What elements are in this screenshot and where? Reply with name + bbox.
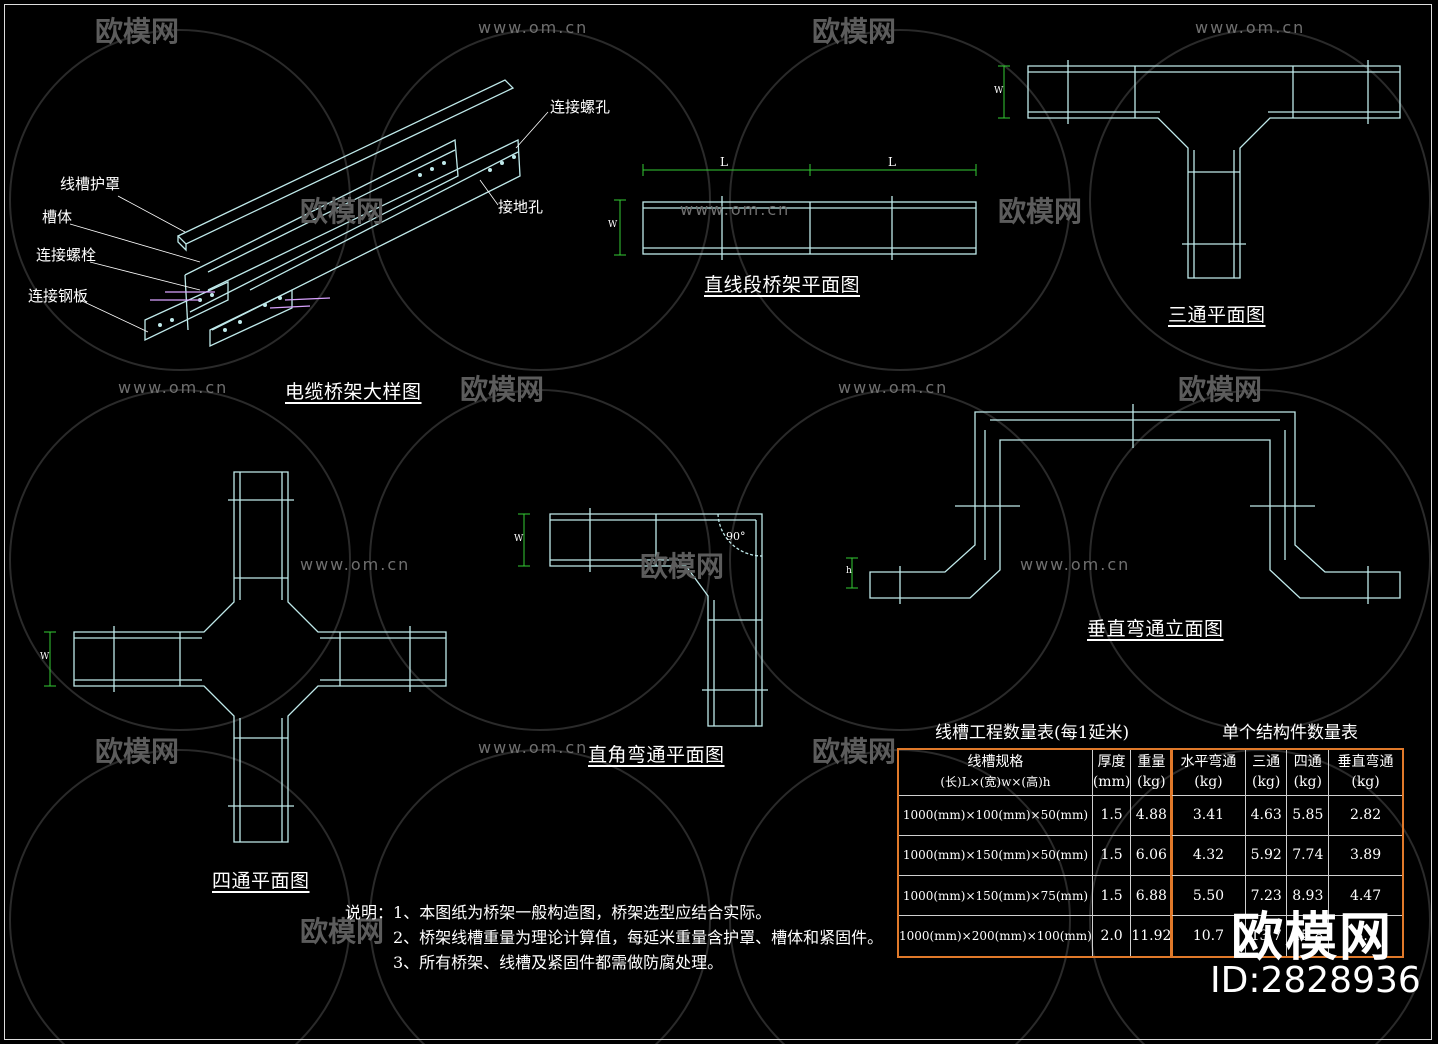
watermark-url: www.om.cn — [478, 738, 589, 757]
detail-bolts — [150, 291, 331, 309]
tee-dims — [998, 65, 1010, 119]
title-vertical-elbow: 垂直弯通立面图 — [1087, 618, 1224, 640]
dim-w-cross: W — [40, 652, 50, 662]
watermark-url: www.om.cn — [680, 200, 791, 219]
watermark-logo: 欧模网 — [640, 550, 725, 583]
callout-connection-bolt-hole: 连接螺孔 — [550, 98, 611, 116]
vertical-tray — [869, 404, 1401, 604]
detail-leaders — [69, 111, 549, 333]
dim-w-elbow: W — [514, 534, 524, 544]
watermark-url: www.om.cn — [838, 378, 949, 397]
watermark-logo: 欧模网 — [300, 915, 385, 948]
table1-caption: 线槽工程数量表(每1延米) — [935, 723, 1130, 743]
title-right-angle-elbow: 直角弯通平面图 — [588, 744, 725, 766]
note-item-3: 3、所有桥架、线槽及紧固件都需做防腐处理。 — [393, 953, 724, 972]
tee-tray — [1027, 60, 1401, 279]
watermark-logo: 欧模网 — [812, 15, 897, 48]
watermark-url: www.om.cn — [478, 18, 589, 37]
notes-prefix: 说明： — [345, 903, 394, 922]
watermark-logo: 欧模网 — [95, 735, 180, 768]
table2-header-horizontal-elbow: 水平弯通(kg) — [1170, 748, 1246, 796]
callout-connection-bolt: 连接螺栓 — [36, 246, 97, 264]
elbow-dims — [518, 513, 530, 567]
title-tee: 三通平面图 — [1168, 304, 1266, 326]
callout-trough-body: 槽体 — [42, 208, 73, 226]
table1-header-thickness: 厚度(mm) — [1091, 748, 1132, 796]
watermark-url: www.om.cn — [300, 555, 411, 574]
cross-tray — [73, 471, 447, 843]
brand-logo-text: 欧模网 — [1230, 908, 1393, 968]
detail-holes — [158, 155, 516, 332]
watermark-url: www.om.cn — [118, 378, 229, 397]
watermark-logo: 欧模网 — [460, 373, 545, 406]
elbow-tray — [549, 508, 768, 727]
callout-ground-hole: 接地孔 — [498, 198, 544, 216]
title-straight-segment: 直线段桥架平面图 — [704, 274, 861, 296]
dim-h-vertical: h — [846, 566, 852, 576]
watermark-logo: 欧模网 — [95, 15, 180, 48]
table1-header-spec: 线槽规格(长)L×(宽)w×(高)h — [897, 748, 1093, 796]
callout-trough-cover: 线槽护罩 — [60, 175, 121, 193]
table1-trough-quantity: 线槽规格(长)L×(宽)w×(高)h 厚度(mm) 重量(kg) 1000(mm… — [897, 748, 1174, 958]
watermark-url: www.om.cn — [1195, 18, 1306, 37]
title-cross: 四通平面图 — [212, 870, 310, 892]
callout-connection-plate: 连接钢板 — [28, 287, 89, 305]
table2-header-vertical-elbow: 垂直弯通(kg) — [1328, 748, 1404, 796]
dim-l-1: L — [720, 155, 728, 169]
watermark-url: www.om.cn — [1020, 555, 1131, 574]
table2-caption: 单个结构件数量表 — [1222, 723, 1358, 743]
dim-w-tee: W — [994, 86, 1004, 96]
drawing-frame — [4, 4, 1432, 1040]
table2-header-cross: 四通(kg) — [1286, 748, 1330, 796]
title-cable-tray-detail: 电缆桥架大样图 — [285, 381, 422, 403]
note-item-2: 2、桥架线槽重量为理论计算值，每延米重量含护罩、槽体和紧固件。 — [393, 928, 884, 947]
table1-header-weight: 重量(kg) — [1130, 748, 1173, 796]
watermark-logo: 欧模网 — [812, 735, 897, 768]
table2-header-tee: 三通(kg) — [1244, 748, 1288, 796]
vertical-dims — [846, 557, 858, 589]
dim-w-straight: W — [608, 220, 618, 230]
straight-dims — [614, 164, 977, 256]
dim-l-2: L — [888, 155, 896, 169]
straight-tray — [642, 196, 977, 260]
elbow-angle: 90° — [726, 530, 746, 543]
cross-dims — [44, 631, 56, 687]
watermark-logo: 欧模网 — [1178, 373, 1263, 406]
brand-id: ID:2828936 — [1210, 960, 1421, 1001]
watermark-logo: 欧模网 — [300, 195, 385, 228]
watermark-logo: 欧模网 — [998, 195, 1083, 228]
design-notes: 说明：1、本图纸为桥架一般构造图，桥架选型应结合实际。 2、桥架线槽重量为理论计… — [345, 900, 883, 975]
note-item-1: 1、本图纸为桥架一般构造图，桥架选型应结合实际。 — [393, 903, 772, 922]
